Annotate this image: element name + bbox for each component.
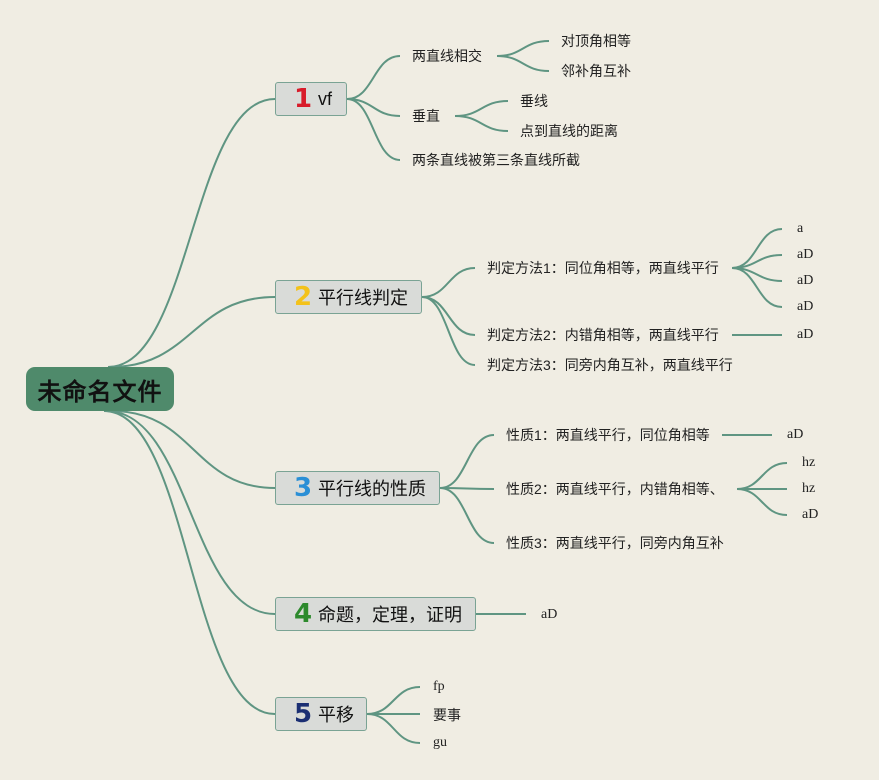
root-to-topic-5 [103, 410, 276, 715]
leaf-2-2-1[interactable]: aD [797, 327, 814, 342]
topic-2[interactable]: 2 平行线判定 [275, 280, 422, 314]
subtopic-2-2[interactable]: 判定方法2：内错角相等，两直线平行 [487, 327, 719, 343]
connector-3 [496, 40, 550, 57]
leaf-3-2-1[interactable]: hz [802, 455, 816, 470]
connector-21 [736, 488, 788, 516]
topic-3-label: 平行线的性质 [318, 479, 426, 499]
connector-15 [439, 434, 495, 489]
subtopic-5-1[interactable]: fp [433, 679, 445, 694]
leaf-2-1-4[interactable]: aD [797, 299, 814, 314]
connector-23 [366, 686, 421, 715]
subtopic-3-3[interactable]: 性质3：两直线平行，同旁内角互补 [506, 535, 724, 551]
connector-13 [731, 267, 783, 308]
leaf-1-2-2[interactable]: 点到直线的距离 [520, 123, 618, 139]
leaf-2-1-2[interactable]: aD [797, 247, 814, 262]
number-5-icon: 5 [294, 699, 313, 729]
subtopic-1-2[interactable]: 垂直 [412, 108, 440, 124]
topic-4-label: 命题，定理，证明 [318, 605, 462, 625]
subtopic-1-1[interactable]: 两直线相交 [412, 48, 482, 64]
topic-5-label: 平移 [318, 705, 354, 725]
leaf-1-2-1[interactable]: 垂线 [520, 93, 548, 109]
subtopic-1-3[interactable]: 两条直线被第三条直线所截 [412, 152, 580, 168]
topic-1-label: vf [318, 88, 333, 109]
subtopic-3-2[interactable]: 性质2：两直线平行，内错角相等、 [506, 481, 724, 497]
subtopic-5-2[interactable]: 要事 [433, 707, 461, 723]
root-to-topic-1 [107, 98, 276, 368]
number-3-icon: 3 [294, 473, 313, 503]
subtopic-4-1[interactable]: aD [541, 607, 558, 622]
connector-5 [454, 100, 509, 117]
connector-6 [454, 115, 509, 132]
connector-17 [439, 487, 495, 544]
number-4-icon: 4 [294, 599, 313, 629]
subtopic-3-1[interactable]: 性质1：两直线平行，同位角相等 [506, 427, 710, 443]
connector-25 [366, 713, 421, 744]
leaf-3-1-1[interactable]: aD [787, 427, 804, 442]
leaf-3-2-3[interactable]: aD [802, 507, 819, 522]
leaf-3-2-2[interactable]: hz [802, 481, 816, 496]
connector-2 [346, 98, 401, 161]
connector-9 [421, 296, 476, 366]
number-1-icon: 1 [294, 84, 313, 114]
number-2-icon: 2 [294, 282, 313, 312]
connector-19 [736, 462, 788, 490]
subtopic-2-1[interactable]: 判定方法1：同位角相等，两直线平行 [487, 260, 719, 276]
leaf-2-1-1[interactable]: a [797, 221, 804, 236]
connector-0 [346, 55, 401, 100]
leaf-1-1-2[interactable]: 邻补角互补 [561, 63, 631, 79]
root-topic[interactable]: 未命名文件 [26, 367, 174, 411]
topic-2-label: 平行线判定 [318, 288, 408, 308]
subtopic-2-3[interactable]: 判定方法3：同旁内角互补，两直线平行 [487, 357, 733, 373]
topic-5[interactable]: 5 平移 [275, 697, 367, 731]
root-to-topic-3 [111, 410, 276, 489]
leaf-2-1-3[interactable]: aD [797, 273, 814, 288]
leaf-1-1-1[interactable]: 对顶角相等 [561, 33, 631, 49]
root-to-topic-2 [109, 296, 276, 368]
subtopic-5-3[interactable]: gu [433, 735, 447, 750]
topic-4[interactable]: 4 命题，定理，证明 [275, 597, 476, 631]
root-to-topic-4 [105, 410, 276, 615]
topic-3[interactable]: 3 平行线的性质 [275, 471, 440, 505]
topic-1[interactable]: 1 vf [275, 82, 347, 116]
connector-4 [496, 55, 550, 72]
connector-7 [421, 267, 476, 298]
